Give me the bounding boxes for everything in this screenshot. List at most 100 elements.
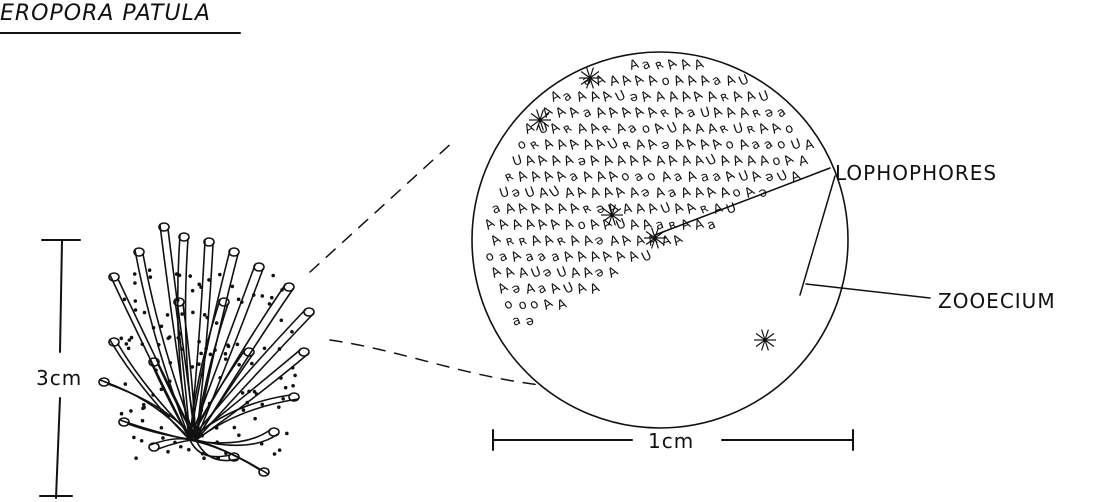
svg-text:A: A: [567, 232, 582, 249]
zooecium-label: ZOOECIUM: [938, 289, 1056, 313]
svg-text:A: A: [588, 88, 602, 105]
svg-text:A: A: [756, 120, 771, 137]
svg-text:A: A: [605, 168, 621, 185]
svg-text:A: A: [566, 136, 582, 153]
svg-text:A: A: [548, 152, 562, 169]
svg-text:A: A: [509, 248, 524, 265]
svg-text:A: A: [562, 152, 576, 169]
svg-text:a: a: [665, 185, 679, 202]
svg-text:A: A: [523, 153, 537, 170]
svg-text:A: A: [671, 104, 686, 121]
svg-text:A: A: [522, 120, 537, 137]
svg-text:ə: ə: [592, 264, 607, 281]
svg-text:ʀ: ʀ: [554, 233, 568, 250]
svg-text:A: A: [496, 216, 511, 233]
svg-text:a: a: [534, 248, 548, 265]
svg-text:U: U: [555, 264, 569, 281]
svg-text:A: A: [540, 296, 556, 313]
svg-text:ʀ: ʀ: [560, 120, 575, 137]
svg-text:U: U: [665, 120, 680, 138]
svg-text:o: o: [517, 297, 529, 314]
svg-text:o: o: [774, 136, 789, 153]
connector-upper: [310, 140, 455, 272]
svg-text:A: A: [566, 200, 581, 217]
svg-text:ʀ: ʀ: [718, 89, 731, 106]
svg-text:a: a: [549, 249, 562, 266]
svg-text:a: a: [510, 313, 523, 330]
svg-text:A: A: [510, 216, 524, 233]
svg-text:A: A: [574, 248, 589, 265]
svg-text:A: A: [488, 232, 504, 249]
svg-text:A: A: [594, 168, 608, 185]
svg-text:A: A: [618, 72, 633, 89]
svg-text:A: A: [605, 264, 620, 281]
svg-text:o: o: [783, 121, 796, 138]
svg-text:A: A: [575, 121, 589, 138]
svg-text:A: A: [566, 104, 582, 121]
svg-text:A: A: [718, 152, 732, 169]
svg-text:o: o: [770, 153, 783, 170]
svg-text:A: A: [574, 280, 588, 297]
svg-text:A: A: [586, 152, 601, 169]
svg-text:U: U: [613, 88, 628, 106]
svg-text:A: A: [723, 104, 738, 121]
svg-text:a: a: [684, 105, 698, 122]
zooid-texture: AaʀAAAəAAAAAoAAAaAUAaAAAUəAAAAAAʀAAUAAAa…: [482, 56, 816, 351]
svg-text:A: A: [768, 120, 784, 137]
svg-text:A: A: [692, 57, 706, 74]
svg-text:A: A: [639, 152, 654, 169]
svg-text:a: a: [497, 249, 510, 266]
svg-text:A: A: [588, 248, 602, 265]
svg-text:U: U: [523, 184, 537, 201]
svg-text:A: A: [683, 200, 699, 217]
svg-text:o: o: [576, 217, 588, 234]
svg-text:ʀ: ʀ: [502, 169, 516, 186]
svg-text:A: A: [489, 264, 504, 281]
svg-text:A: A: [547, 280, 562, 297]
svg-text:o: o: [483, 248, 497, 265]
svg-text:A: A: [605, 104, 621, 121]
svg-text:ʀ: ʀ: [580, 201, 594, 218]
svg-text:A: A: [645, 72, 660, 89]
svg-text:A: A: [671, 72, 685, 89]
svg-text:A: A: [781, 152, 797, 169]
svg-text:A: A: [626, 248, 641, 265]
svg-text:A: A: [592, 136, 607, 153]
svg-text:U: U: [737, 168, 751, 185]
svg-text:A: A: [541, 136, 556, 153]
magnified-scale-label: 1cm: [648, 429, 694, 453]
svg-text:a: a: [709, 168, 723, 185]
svg-text:o: o: [501, 296, 516, 313]
svg-text:a: a: [761, 136, 776, 153]
colony-scale-label: 3cm: [36, 366, 82, 390]
svg-text:A: A: [724, 72, 738, 89]
svg-text:A: A: [502, 264, 517, 281]
svg-text:ʀ: ʀ: [657, 104, 672, 121]
svg-text:A: A: [697, 72, 712, 89]
svg-text:A: A: [541, 200, 556, 217]
svg-text:A: A: [560, 248, 575, 265]
svg-text:A: A: [581, 136, 595, 153]
svg-text:U: U: [561, 280, 576, 298]
svg-text:a: a: [567, 169, 581, 186]
svg-text:a: a: [580, 105, 594, 122]
svg-text:a: a: [774, 104, 789, 121]
svg-text:A: A: [540, 168, 555, 185]
svg-text:ʀ: ʀ: [745, 121, 757, 138]
svg-text:A: A: [631, 104, 647, 121]
svg-text:A: A: [548, 88, 563, 105]
svg-text:A: A: [672, 136, 686, 153]
svg-text:A: A: [744, 88, 758, 105]
svg-text:ʀ: ʀ: [504, 233, 516, 250]
svg-text:A: A: [588, 280, 602, 297]
title: EROPORA PATULA: [0, 1, 211, 26]
svg-text:A: A: [503, 201, 517, 218]
svg-text:A: A: [631, 72, 647, 89]
svg-text:U: U: [775, 168, 790, 186]
svg-text:A: A: [690, 88, 706, 105]
svg-text:ə: ə: [763, 169, 776, 186]
svg-text:A: A: [640, 216, 654, 233]
svg-text:U: U: [757, 88, 771, 105]
